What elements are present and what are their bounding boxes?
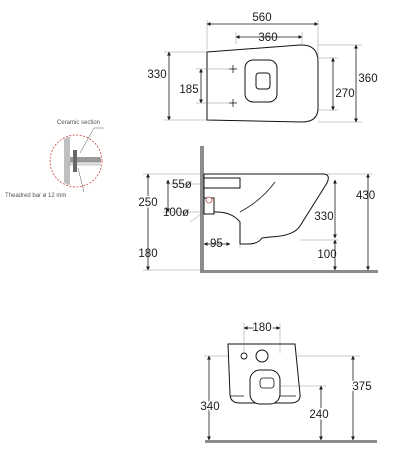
dim-360-seat: 360 <box>258 32 277 44</box>
dim-100-pipe: 100ø <box>163 207 189 219</box>
dim-95: 95 <box>210 238 223 250</box>
top-view: 560 360 330 185 360 270 <box>147 12 378 123</box>
hole-left <box>240 352 248 360</box>
wall <box>200 146 204 272</box>
dim-330-left: 330 <box>147 69 166 81</box>
dim-330-side: 330 <box>314 211 333 223</box>
flush-inner <box>255 72 271 90</box>
threaded-bar-label: Theadred bar ø 12 mm <box>5 193 66 199</box>
dim-240: 240 <box>309 409 328 421</box>
dim-560: 560 <box>252 12 271 24</box>
dim-250: 250 <box>138 197 157 209</box>
dim-185: 185 <box>179 84 198 96</box>
dim-180-floor: 180 <box>138 248 157 260</box>
dim-360-right: 360 <box>358 73 377 85</box>
pipe-55 <box>203 177 241 189</box>
back-view: 180 340 375 240 <box>199 321 377 443</box>
dim-340: 340 <box>200 401 219 413</box>
ceramic-detail: Ceramic section Theadred bar ø 12 mm <box>5 120 104 199</box>
dim-375: 375 <box>352 381 371 393</box>
ceramic-section-label: Ceramic section <box>57 120 100 126</box>
dim-100-side: 100 <box>317 249 336 261</box>
fixing-mark-bottom <box>229 99 237 107</box>
dim-270: 270 <box>335 88 354 100</box>
dim-55-pipe: 55ø <box>172 179 192 191</box>
fixing-mark-top <box>229 65 237 73</box>
dim-180-spacing: 180 <box>252 322 271 334</box>
dim-430: 430 <box>356 190 375 202</box>
back-floor <box>205 440 377 443</box>
side-view: 250 180 55ø 100ø 95 430 330 100 <box>137 146 378 273</box>
bowl-side-outline <box>203 173 329 245</box>
floor <box>200 270 378 273</box>
hole-right <box>255 349 269 363</box>
